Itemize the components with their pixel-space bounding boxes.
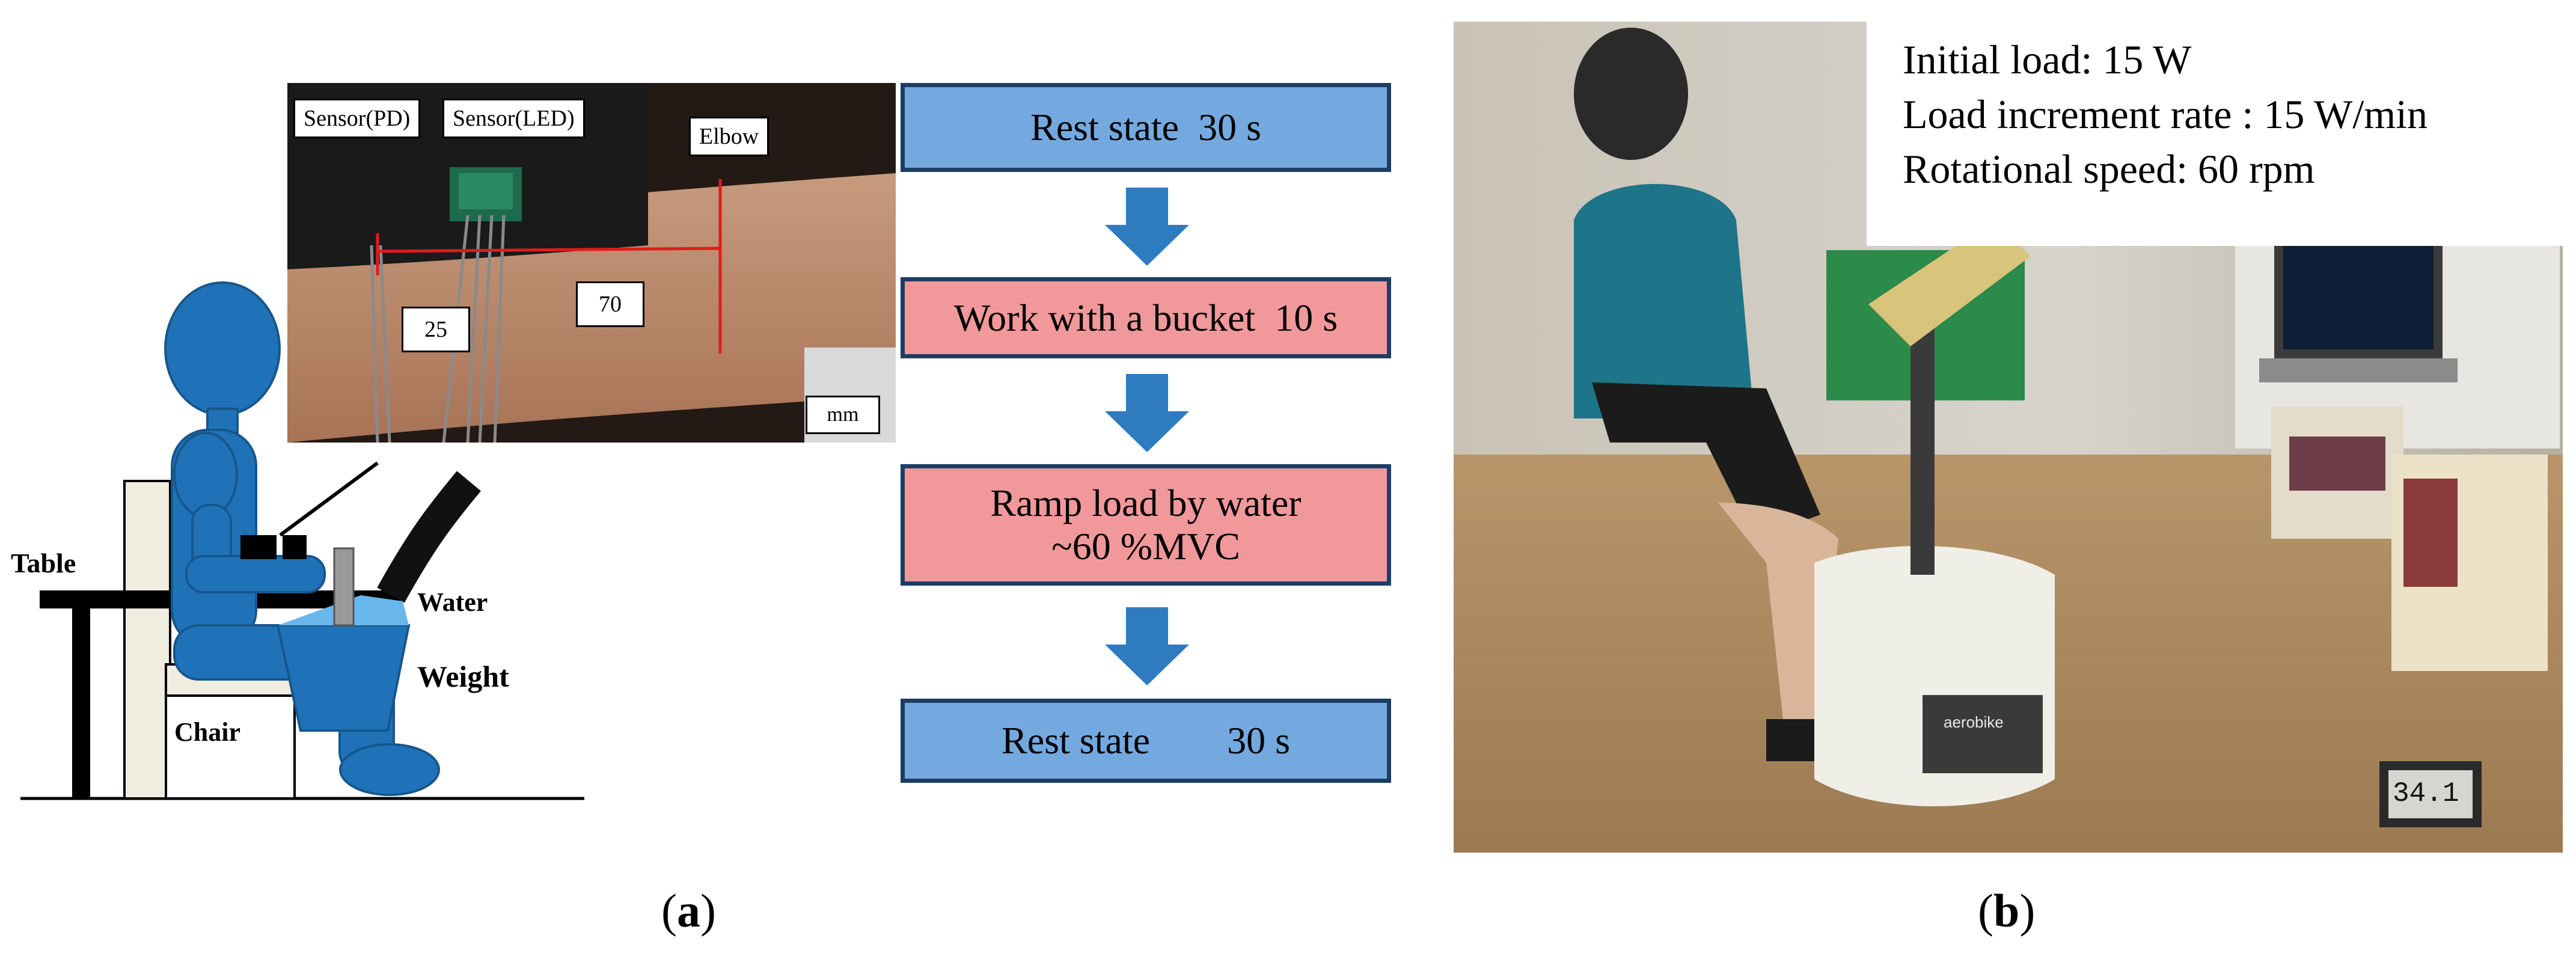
sensor-led-label: Sensor(LED) [442,99,585,138]
water-label: Water [417,587,488,617]
chair-back [123,480,171,800]
thermometer-reading: 34.1 [2393,778,2459,809]
panel-label-a-close: ) [700,884,716,937]
flow-step-rest-2: Rest state 30 s [901,699,1391,783]
panel-label-b-letter: b [1993,884,2020,937]
ergometer-photo: aerobike 34.1 [1454,22,2563,853]
table-label: Table [11,548,76,578]
panel-label-a-letter: a [676,884,700,937]
load-settings-box: Initial load: 15 W Load increment rate :… [1867,22,2563,246]
elbow-label: Elbow [689,117,769,156]
flow-step-text-line1: Ramp load by water [990,482,1302,525]
panel-label-a-open: ( [661,884,677,937]
setup-illustration [20,281,584,800]
chair-leg [165,694,296,800]
water-hose [377,471,481,603]
load-increment-text: Load increment rate : 15 W/min [1903,91,2428,137]
flow-arrow-1 [1105,188,1189,266]
bucket-handle [333,547,355,627]
panel-label-b-close: ) [2019,884,2036,937]
forearm-sensor-photo: Sensor(PD) Sensor(LED) Elbow 25 70 mm [287,83,896,443]
flow-step-rest-1: Rest state 30 s [901,83,1391,172]
flow-arrow-2 [1105,374,1189,452]
flow-step-text: Rest state 30 s [1030,106,1261,149]
weight-label: Weight [417,660,509,693]
panel-label-b-open: ( [1978,884,1993,937]
chair-label: Chair [174,717,240,747]
panel-label-a: (a) [661,884,716,938]
flow-arrow-3 [1105,607,1189,685]
rotational-speed-text: Rotational speed: 60 rpm [1903,146,2315,192]
distance-25-label: 25 [402,307,470,352]
panel-label-b: (b) [1978,884,2035,938]
flow-step-text: Rest state 30 s [1002,719,1290,762]
flow-step-ramp-load: Ramp load by water ~60 %MVC [901,464,1391,586]
bucket [276,624,411,732]
ergometer-brand-label: aerobike [1944,713,2004,731]
flow-step-text: Work with a bucket 10 s [953,296,1338,339]
flow-step-work-bucket: Work with a bucket 10 s [901,277,1391,358]
unit-mm-label: mm [806,396,880,434]
distance-70-label: 70 [576,281,644,327]
sensor-pd-label: Sensor(PD) [293,99,421,138]
table-leg [72,608,90,798]
initial-load-text: Initial load: 15 W [1903,37,2192,82]
flow-step-text-line2: ~60 %MVC [1051,525,1240,568]
sensor-pointer-line [279,461,379,537]
